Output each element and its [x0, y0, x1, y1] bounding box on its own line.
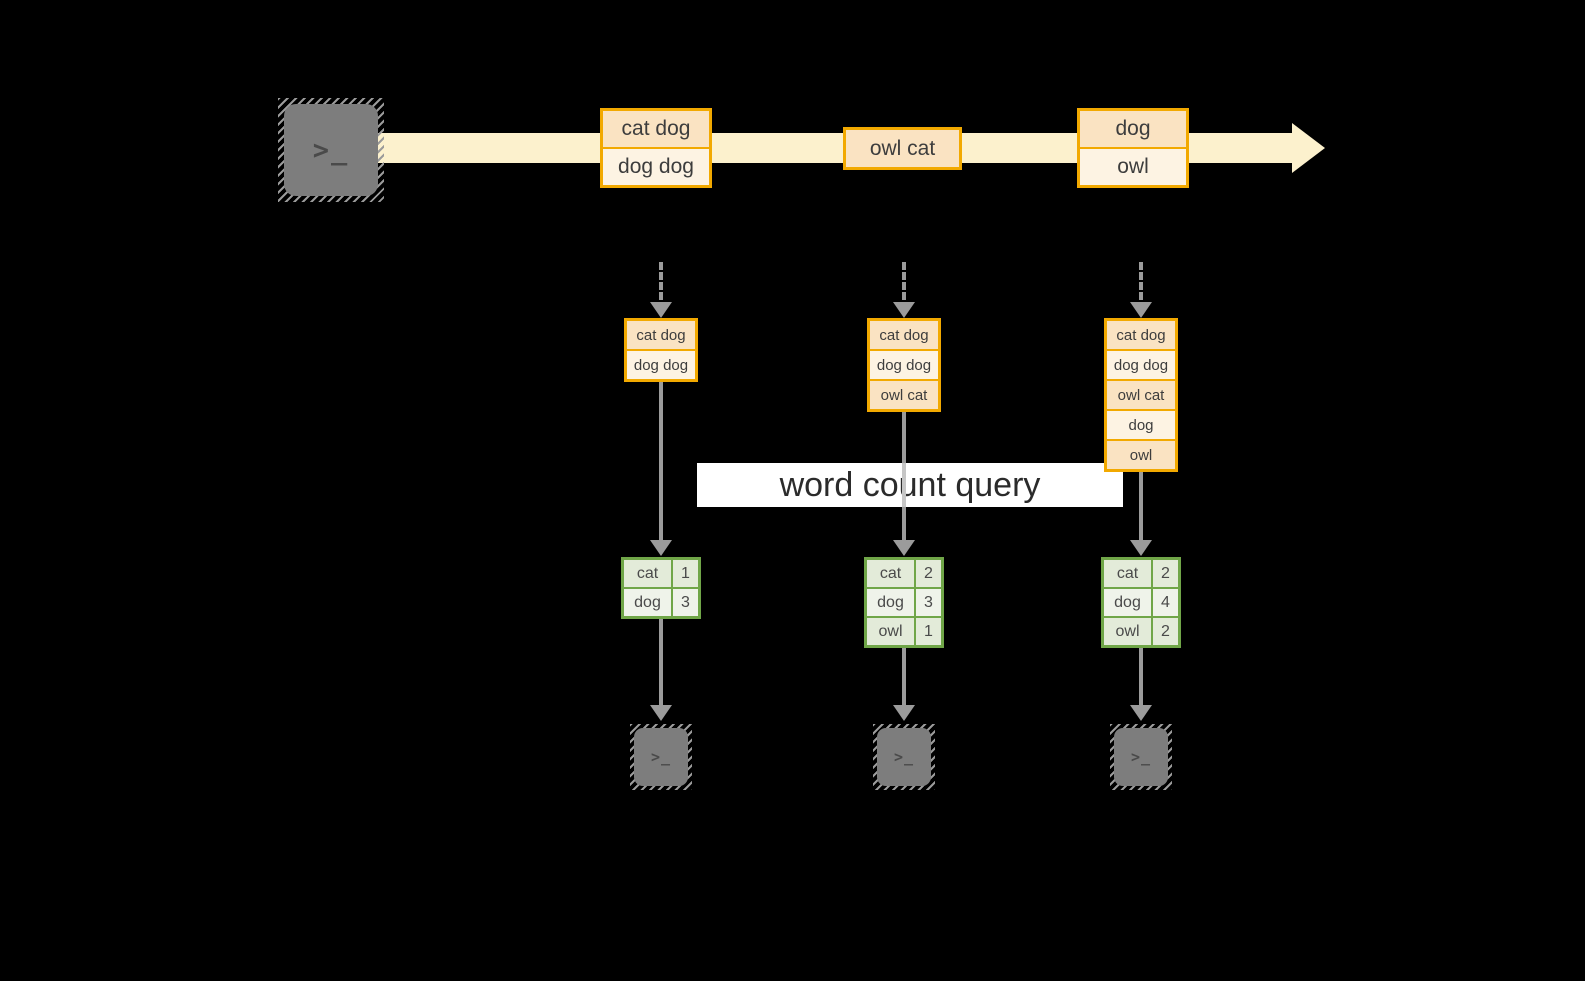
- query-banner: word count query: [697, 463, 1123, 507]
- count-cell: 2: [1153, 618, 1178, 645]
- stream-source-terminal: >_: [278, 98, 384, 202]
- count-cell: 4: [1153, 589, 1178, 616]
- stream-event: owl: [1080, 149, 1186, 185]
- arrowhead-icon: [893, 705, 915, 721]
- stream-arrowhead-icon: [1292, 123, 1325, 173]
- terminal-icon: >_: [877, 728, 931, 786]
- count-cell: 1: [916, 618, 941, 645]
- terminal-icon: >_: [284, 104, 378, 196]
- micro-batch-line: dog dog: [1107, 351, 1175, 379]
- count-cell: 2: [1153, 560, 1178, 587]
- stream-event-group-2: owl cat: [843, 127, 962, 170]
- connector-line: [1139, 648, 1143, 705]
- word-cell: dog: [1104, 589, 1151, 616]
- arrowhead-icon: [650, 540, 672, 556]
- arrowhead-icon: [1130, 540, 1152, 556]
- micro-batch-line: dog dog: [870, 351, 938, 379]
- arrowhead-icon: [650, 302, 672, 318]
- micro-batch-line: owl cat: [1107, 381, 1175, 409]
- micro-batch-line: cat dog: [627, 321, 695, 349]
- arrowhead-icon: [893, 540, 915, 556]
- arrowhead-icon: [650, 705, 672, 721]
- connector-line: [902, 648, 906, 705]
- connector-line: [902, 507, 906, 540]
- arrowhead-icon: [893, 302, 915, 318]
- word-count-table-3: cat 2 dog 4 owl 2: [1101, 557, 1181, 648]
- word-cell: owl: [1104, 618, 1151, 645]
- stream-event: cat dog: [603, 111, 709, 147]
- dashed-connector: [659, 262, 663, 300]
- stream-event-group-1: cat dog dog dog: [600, 108, 712, 188]
- count-cell: 3: [916, 589, 941, 616]
- micro-batch-line: dog: [1107, 411, 1175, 439]
- word-count-table-2: cat 2 dog 3 owl 1: [864, 557, 944, 648]
- word-cell: owl: [867, 618, 914, 645]
- arrowhead-icon: [1130, 705, 1152, 721]
- stream-event-group-3: dog owl: [1077, 108, 1189, 188]
- micro-batch-line: dog dog: [627, 351, 695, 379]
- connector-line: [902, 412, 906, 463]
- connector-line: [659, 619, 663, 705]
- word-cell: cat: [1104, 560, 1151, 587]
- word-cell: cat: [624, 560, 671, 587]
- word-cell: cat: [867, 560, 914, 587]
- connector-line: [1139, 472, 1143, 540]
- stream-event: owl cat: [846, 130, 959, 167]
- terminal-icon: >_: [1114, 728, 1168, 786]
- dashed-connector: [902, 262, 906, 300]
- word-cell: dog: [624, 589, 671, 616]
- micro-batch-line: owl: [1107, 441, 1175, 469]
- terminal-icon: >_: [634, 728, 688, 786]
- micro-batch-1: cat dog dog dog: [624, 318, 698, 382]
- count-cell: 1: [673, 560, 698, 587]
- count-cell: 3: [673, 589, 698, 616]
- stream-event: dog: [1080, 111, 1186, 147]
- word-cell: dog: [867, 589, 914, 616]
- count-cell: 2: [916, 560, 941, 587]
- arrowhead-icon: [1130, 302, 1152, 318]
- sink-terminal-3: >_: [1110, 724, 1172, 790]
- micro-batch-line: cat dog: [870, 321, 938, 349]
- query-banner-label: word count query: [779, 465, 1041, 504]
- micro-batch-line: owl cat: [870, 381, 938, 409]
- word-count-table-1: cat 1 dog 3: [621, 557, 701, 619]
- micro-batch-line: cat dog: [1107, 321, 1175, 349]
- sink-terminal-1: >_: [630, 724, 692, 790]
- stream-event: dog dog: [603, 149, 709, 185]
- sink-terminal-2: >_: [873, 724, 935, 790]
- micro-batch-3: cat dog dog dog owl cat dog owl: [1104, 318, 1178, 472]
- micro-batch-2: cat dog dog dog owl cat: [867, 318, 941, 412]
- dashed-connector: [1139, 262, 1143, 300]
- connector-line: [659, 382, 663, 540]
- connector-line: [902, 463, 906, 507]
